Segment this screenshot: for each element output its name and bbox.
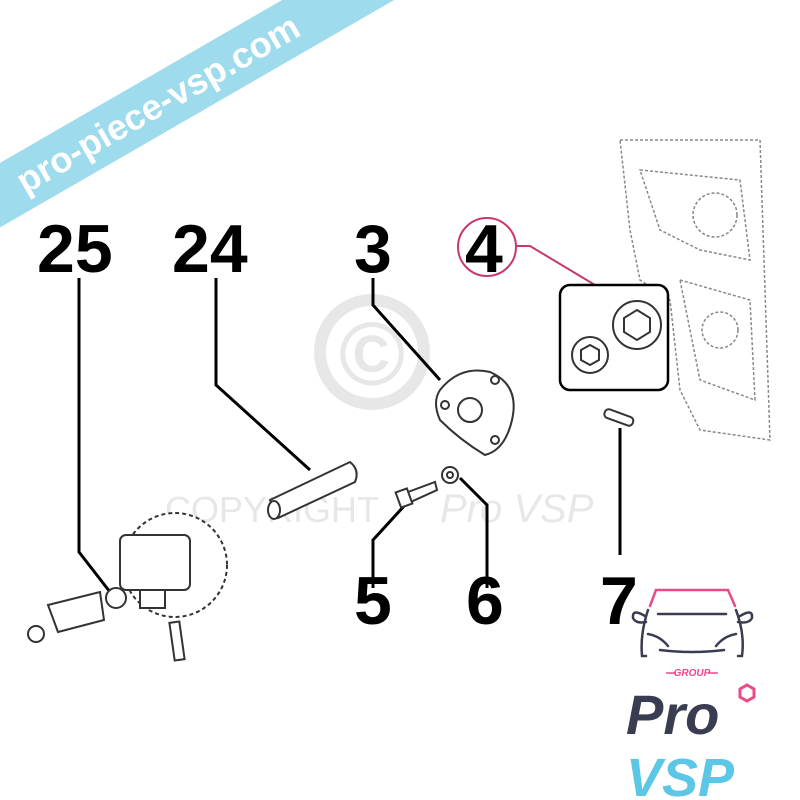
banner-text: pro-piece-vsp.com — [9, 6, 307, 202]
leader-3 — [371, 278, 442, 381]
car-outline-icon — [631, 588, 754, 658]
leader-4 — [516, 245, 596, 286]
engine-block-sketch — [619, 139, 771, 441]
leader-24 — [214, 278, 312, 472]
part-6-washer — [441, 466, 459, 484]
part-5-bolt — [394, 480, 439, 509]
nut-icon — [738, 683, 756, 703]
callout-7: 7 — [600, 563, 638, 639]
callout-5: 5 — [354, 563, 392, 639]
logo-group-text: GROUP — [674, 668, 711, 679]
logo-pro-text: Pro — [626, 683, 719, 746]
highlight-circle-4 — [457, 217, 517, 277]
part-25-gear-assembly — [27, 512, 228, 662]
callout-3: 3 — [354, 211, 392, 287]
copyright-watermark: © COPYRIGHT Pro VSP — [165, 294, 594, 531]
callout-4: 4 — [465, 211, 503, 287]
callout-6: 6 — [466, 563, 504, 639]
part-3-pump-plate — [435, 369, 515, 457]
callout-25: 25 — [37, 211, 113, 287]
provsp-logo: GROUP Pro VSP — [626, 588, 756, 800]
logo-vsp-text: VSP — [626, 748, 735, 800]
copyright-symbol: © — [339, 305, 405, 405]
leader-6 — [458, 476, 489, 588]
part-7-pin — [603, 408, 635, 427]
part-4-rotor-kit — [558, 283, 670, 392]
part-24-shaft — [267, 460, 358, 520]
callout-24: 24 — [172, 211, 248, 287]
copyright-brand: Pro VSP — [440, 487, 594, 531]
leader-5 — [371, 503, 407, 588]
leader-25 — [77, 278, 112, 593]
